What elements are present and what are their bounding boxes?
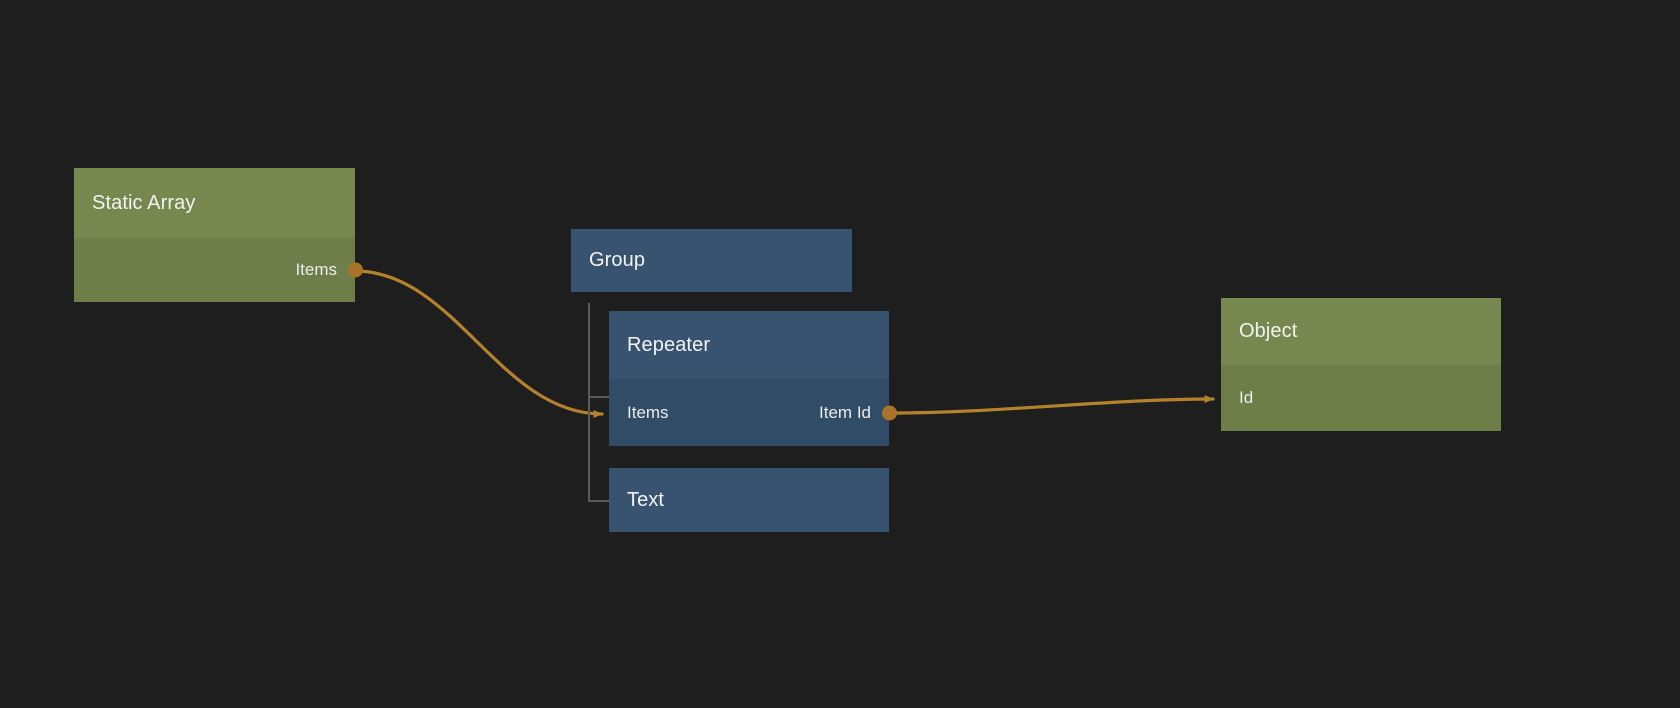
- node-text[interactable]: Text: [609, 468, 889, 532]
- port-row-repeater-items[interactable]: Items Item Id: [609, 379, 897, 446]
- node-object-body: Id: [1221, 365, 1501, 431]
- port-label-object-id: Id: [1239, 388, 1254, 407]
- node-object[interactable]: Object Id: [1221, 298, 1501, 431]
- edge-static-array-to-repeater: [353, 269, 604, 418]
- node-static-array-header[interactable]: Static Array: [74, 168, 355, 238]
- node-group-title: Group: [589, 249, 646, 271]
- node-object-header[interactable]: Object: [1221, 298, 1501, 365]
- node-repeater-body: Items Item Id: [609, 379, 897, 446]
- node-repeater-header[interactable]: Repeater: [609, 311, 889, 379]
- port-row-static-array-items[interactable]: Items: [74, 238, 363, 302]
- node-repeater[interactable]: Repeater Items Item Id: [609, 311, 897, 446]
- edge-repeater-to-object: [888, 395, 1215, 415]
- port-row-object-id[interactable]: Id: [1221, 365, 1501, 431]
- node-object-title: Object: [1239, 320, 1298, 342]
- node-text-header[interactable]: Text: [609, 468, 889, 532]
- node-static-array[interactable]: Static Array Items: [74, 168, 363, 302]
- node-static-array-title: Static Array: [92, 191, 196, 214]
- node-static-array-body: Items: [74, 238, 363, 302]
- port-dot-static-array-items[interactable]: [347, 262, 363, 278]
- tree-branch-repeater: [588, 396, 609, 398]
- node-text-title: Text: [627, 488, 665, 511]
- port-label-repeater-items: Items: [627, 402, 669, 422]
- port-label-static-array-items: Items: [295, 260, 337, 279]
- port-dot-repeater-item-id[interactable]: [881, 405, 897, 420]
- node-repeater-title: Repeater: [627, 333, 711, 356]
- port-label-repeater-item-id: Item Id: [819, 402, 871, 422]
- tree-branch-text: [588, 500, 609, 502]
- node-group[interactable]: Group: [571, 229, 852, 292]
- tree-line-vertical: [588, 303, 590, 502]
- node-group-header[interactable]: Group: [571, 229, 852, 292]
